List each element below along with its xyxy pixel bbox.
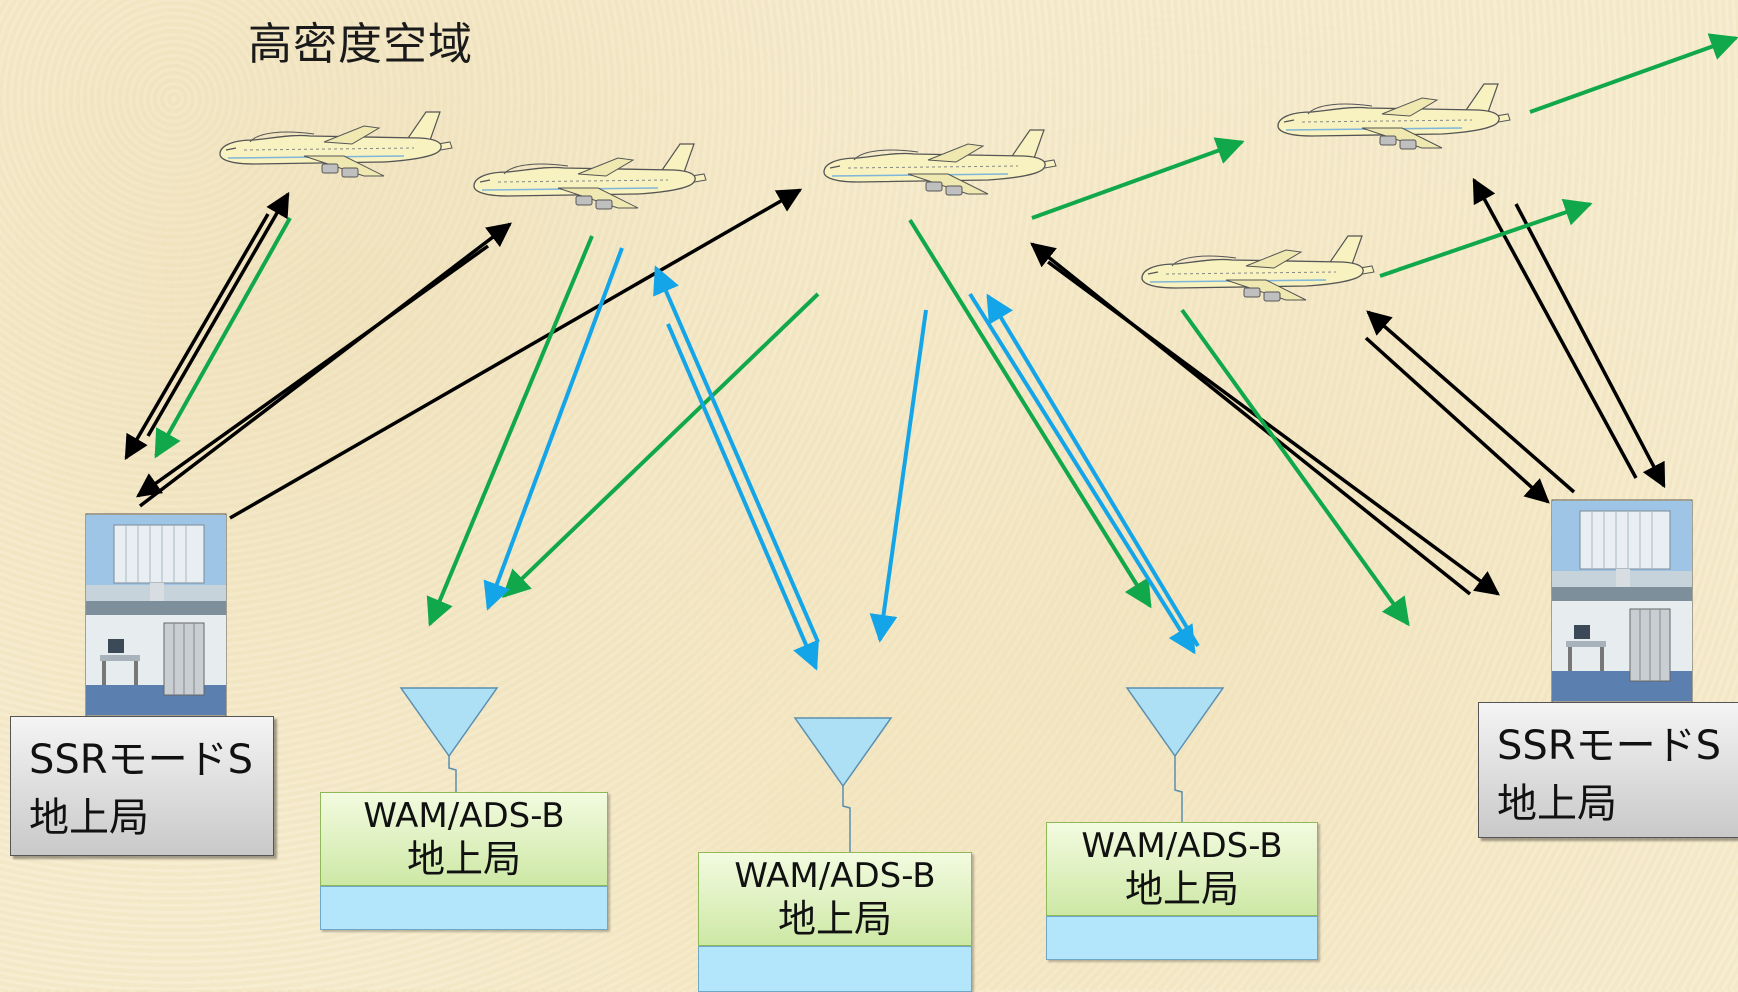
aircraft-icon [1277,83,1511,150]
antenna-icon [1126,687,1224,757]
squitter-arrow [1379,198,1593,278]
ssr-station-type: 地上局 [1497,781,1617,827]
wam-antennas [400,687,1224,852]
ssr-station-name: SSRモードS [1497,723,1721,769]
squitter-arrow [1529,33,1738,114]
ssr-radar-photo-right [1551,499,1693,703]
ssr-arrow [124,213,270,461]
ssr-arrow [1514,203,1666,489]
antenna-icon [794,717,892,787]
wam-arrow [869,309,928,643]
squitter-arrow [426,235,594,627]
ssr-arrow [136,244,490,498]
squitter-arrow [908,218,1152,609]
wam-arrow [483,247,624,611]
ssr-station-label: SSRモードS 地上局 [10,716,274,856]
wam-station-type: 地上局 [406,837,521,881]
squitter-arrow [501,292,820,598]
aircraft-icon [823,129,1057,196]
ssr-arrow [1046,260,1500,596]
aircraft-icons [219,83,1511,302]
wam-ground-station: WAM/ADS-B 地上局 [320,792,608,930]
squitter-arrow [1180,308,1410,627]
wam-arrow [968,292,1196,655]
wam-station-base [320,886,608,930]
wam-arrow [653,265,820,643]
wam-station-type: 地上局 [777,897,892,941]
wam-station-type: 地上局 [1124,867,1239,911]
wam-station-base [1046,916,1318,960]
squitter-arrow [154,217,292,459]
ssr-links [124,177,1666,596]
ssr-station-name: SSRモードS [29,737,253,783]
ssr-arrow [138,222,512,508]
ssr-arrow [1364,336,1550,504]
ssr-station-type: 地上局 [29,795,149,841]
aircraft-icon [219,111,453,178]
wam-station-base [698,946,972,992]
ssr-radar-photo-left [85,513,227,717]
wam-station-name: WAM/ADS-B [734,856,936,896]
ssr-arrow [146,191,290,437]
squitter-links [154,33,1738,627]
aircraft-icon [1141,235,1375,302]
wam-arrow [666,323,819,671]
wam-arrow [986,293,1200,648]
wam-station-label: WAM/ADS-B 地上局 [320,792,608,886]
wam-ground-station: WAM/ADS-B 地上局 [698,852,972,992]
ssr-station-label: SSRモードS 地上局 [1478,702,1738,838]
ssr-arrow [1472,177,1638,479]
ssr-arrow [229,188,803,520]
diagram-title: 高密度空域 [248,19,473,70]
ssr-arrow [1366,310,1576,494]
wam-station-label: WAM/ADS-B 地上局 [1046,822,1318,916]
wam-station-name: WAM/ADS-B [1081,826,1283,866]
squitter-arrow [1031,137,1245,220]
wam-ground-station: WAM/ADS-B 地上局 [1046,822,1318,960]
antenna-icon [400,687,498,757]
wam-station-label: WAM/ADS-B 地上局 [698,852,972,946]
wam-links [483,247,1200,671]
wam-station-name: WAM/ADS-B [363,796,565,836]
aircraft-icon [473,143,707,210]
